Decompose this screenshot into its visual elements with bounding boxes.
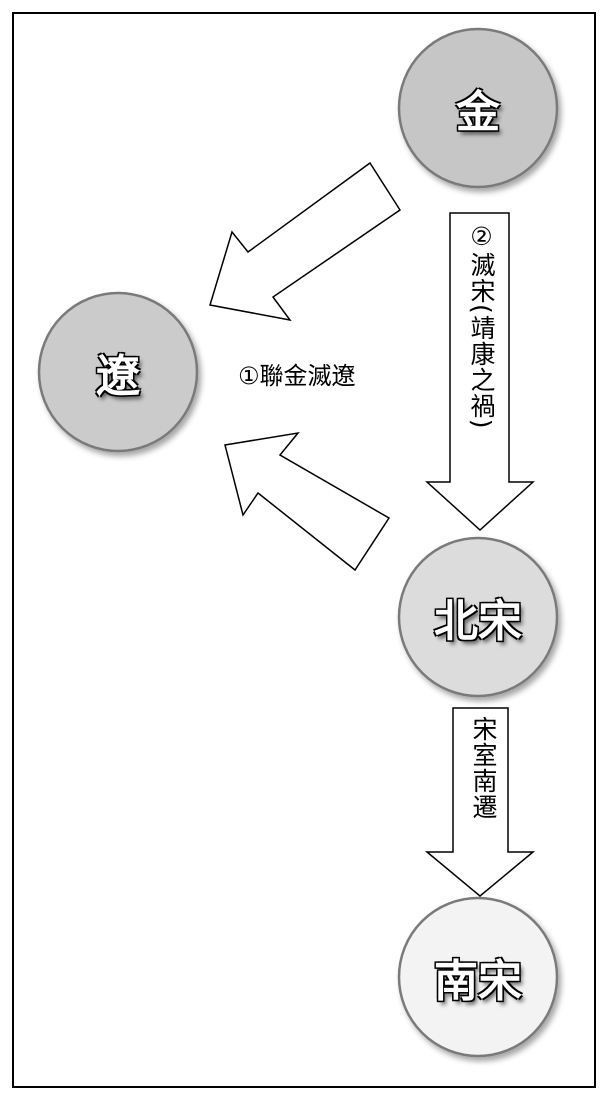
node-liao-label: 遼 [96, 351, 140, 402]
arrow-jin-to-song [425, 212, 535, 532]
node-northern-song-circle [397, 536, 559, 698]
node-southern-song-circle [397, 896, 559, 1058]
node-liao-circle [37, 291, 199, 453]
node-southern-song-label: 南宋 [434, 956, 522, 1007]
node-northern-song-label: 北宋 [434, 596, 522, 647]
move-south-label: 宋室南遷 [469, 716, 498, 820]
arrow-song-move-south [424, 707, 536, 897]
node-jin-label: 金 [456, 87, 500, 138]
node-jin-circle [397, 27, 559, 189]
arrow-jin-to-liao [209, 161, 402, 322]
arrow-song-to-liao [224, 431, 391, 572]
alliance-label: ①聯金滅遼 [238, 362, 356, 390]
destroy-song-label: ②滅宋(靖康之禍) [467, 222, 496, 430]
diagram-frame [12, 12, 596, 1088]
